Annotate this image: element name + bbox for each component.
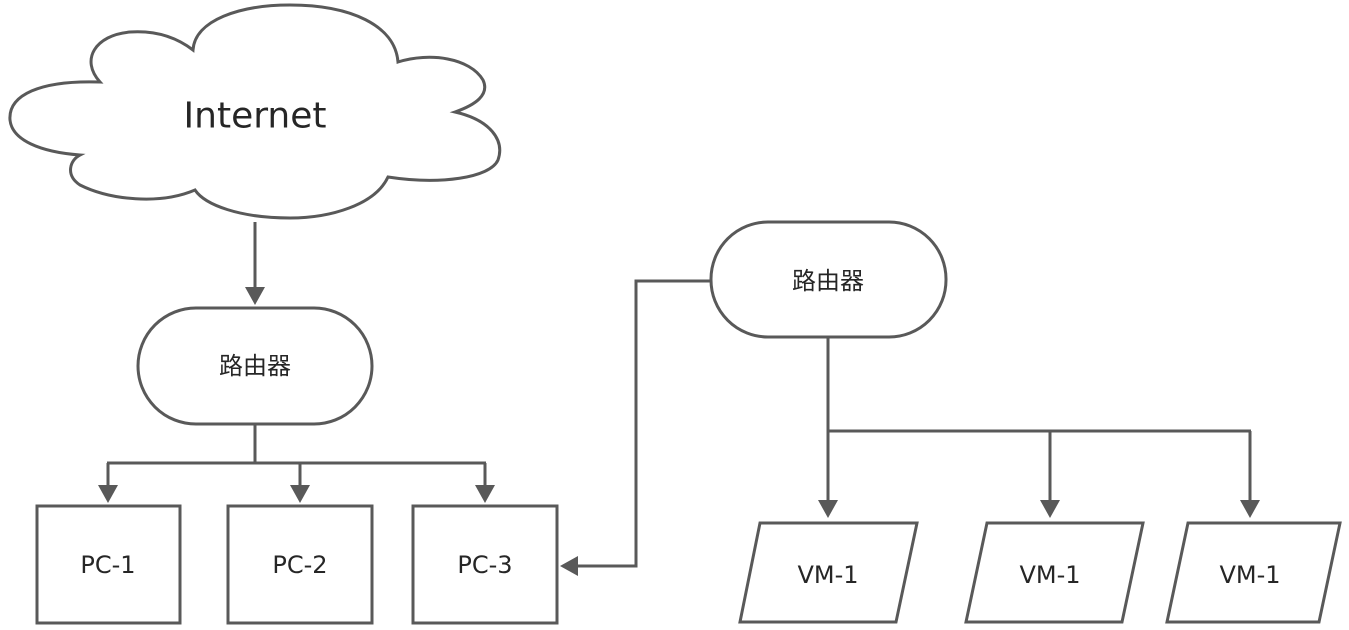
edge-router-right-to-vms [818, 337, 1260, 518]
pc1-label: PC-1 [80, 551, 135, 579]
vm-b-shape [964, 521, 1145, 624]
pc3-box [411, 504, 559, 625]
pc1-node[interactable]: PC-1 [35, 504, 182, 625]
internet-label: Internet [184, 96, 327, 137]
cloud-shape [8, 3, 502, 220]
vm-c-node[interactable]: VM-1 [1165, 521, 1342, 624]
pc3-node[interactable]: PC-3 [411, 504, 559, 625]
vm-a-label: VM-1 [797, 561, 858, 589]
pc1-box [35, 504, 182, 625]
pc2-node[interactable]: PC-2 [226, 504, 374, 625]
vm-b-label: VM-1 [1019, 561, 1080, 589]
vm-a-shape [738, 521, 919, 624]
router-left-node[interactable]: 路由器 [136, 306, 374, 426]
edge-router-right-to-pc3 [560, 279, 711, 576]
pc3-label: PC-3 [457, 551, 512, 579]
internet-node[interactable]: Internet [8, 3, 502, 220]
edge-router-to-pcs [98, 424, 495, 503]
vm-b-node[interactable]: VM-1 [964, 521, 1145, 624]
vm-c-shape [1165, 521, 1342, 624]
vm-c-label: VM-1 [1219, 561, 1280, 589]
pc2-box [226, 504, 374, 625]
edge-internet-to-router [245, 222, 265, 305]
router-right-label: 路由器 [792, 267, 864, 295]
router-right-node[interactable]: 路由器 [709, 220, 948, 339]
vm-a-node[interactable]: VM-1 [738, 521, 919, 624]
router-left-label: 路由器 [219, 352, 291, 380]
pc2-label: PC-2 [272, 551, 327, 579]
